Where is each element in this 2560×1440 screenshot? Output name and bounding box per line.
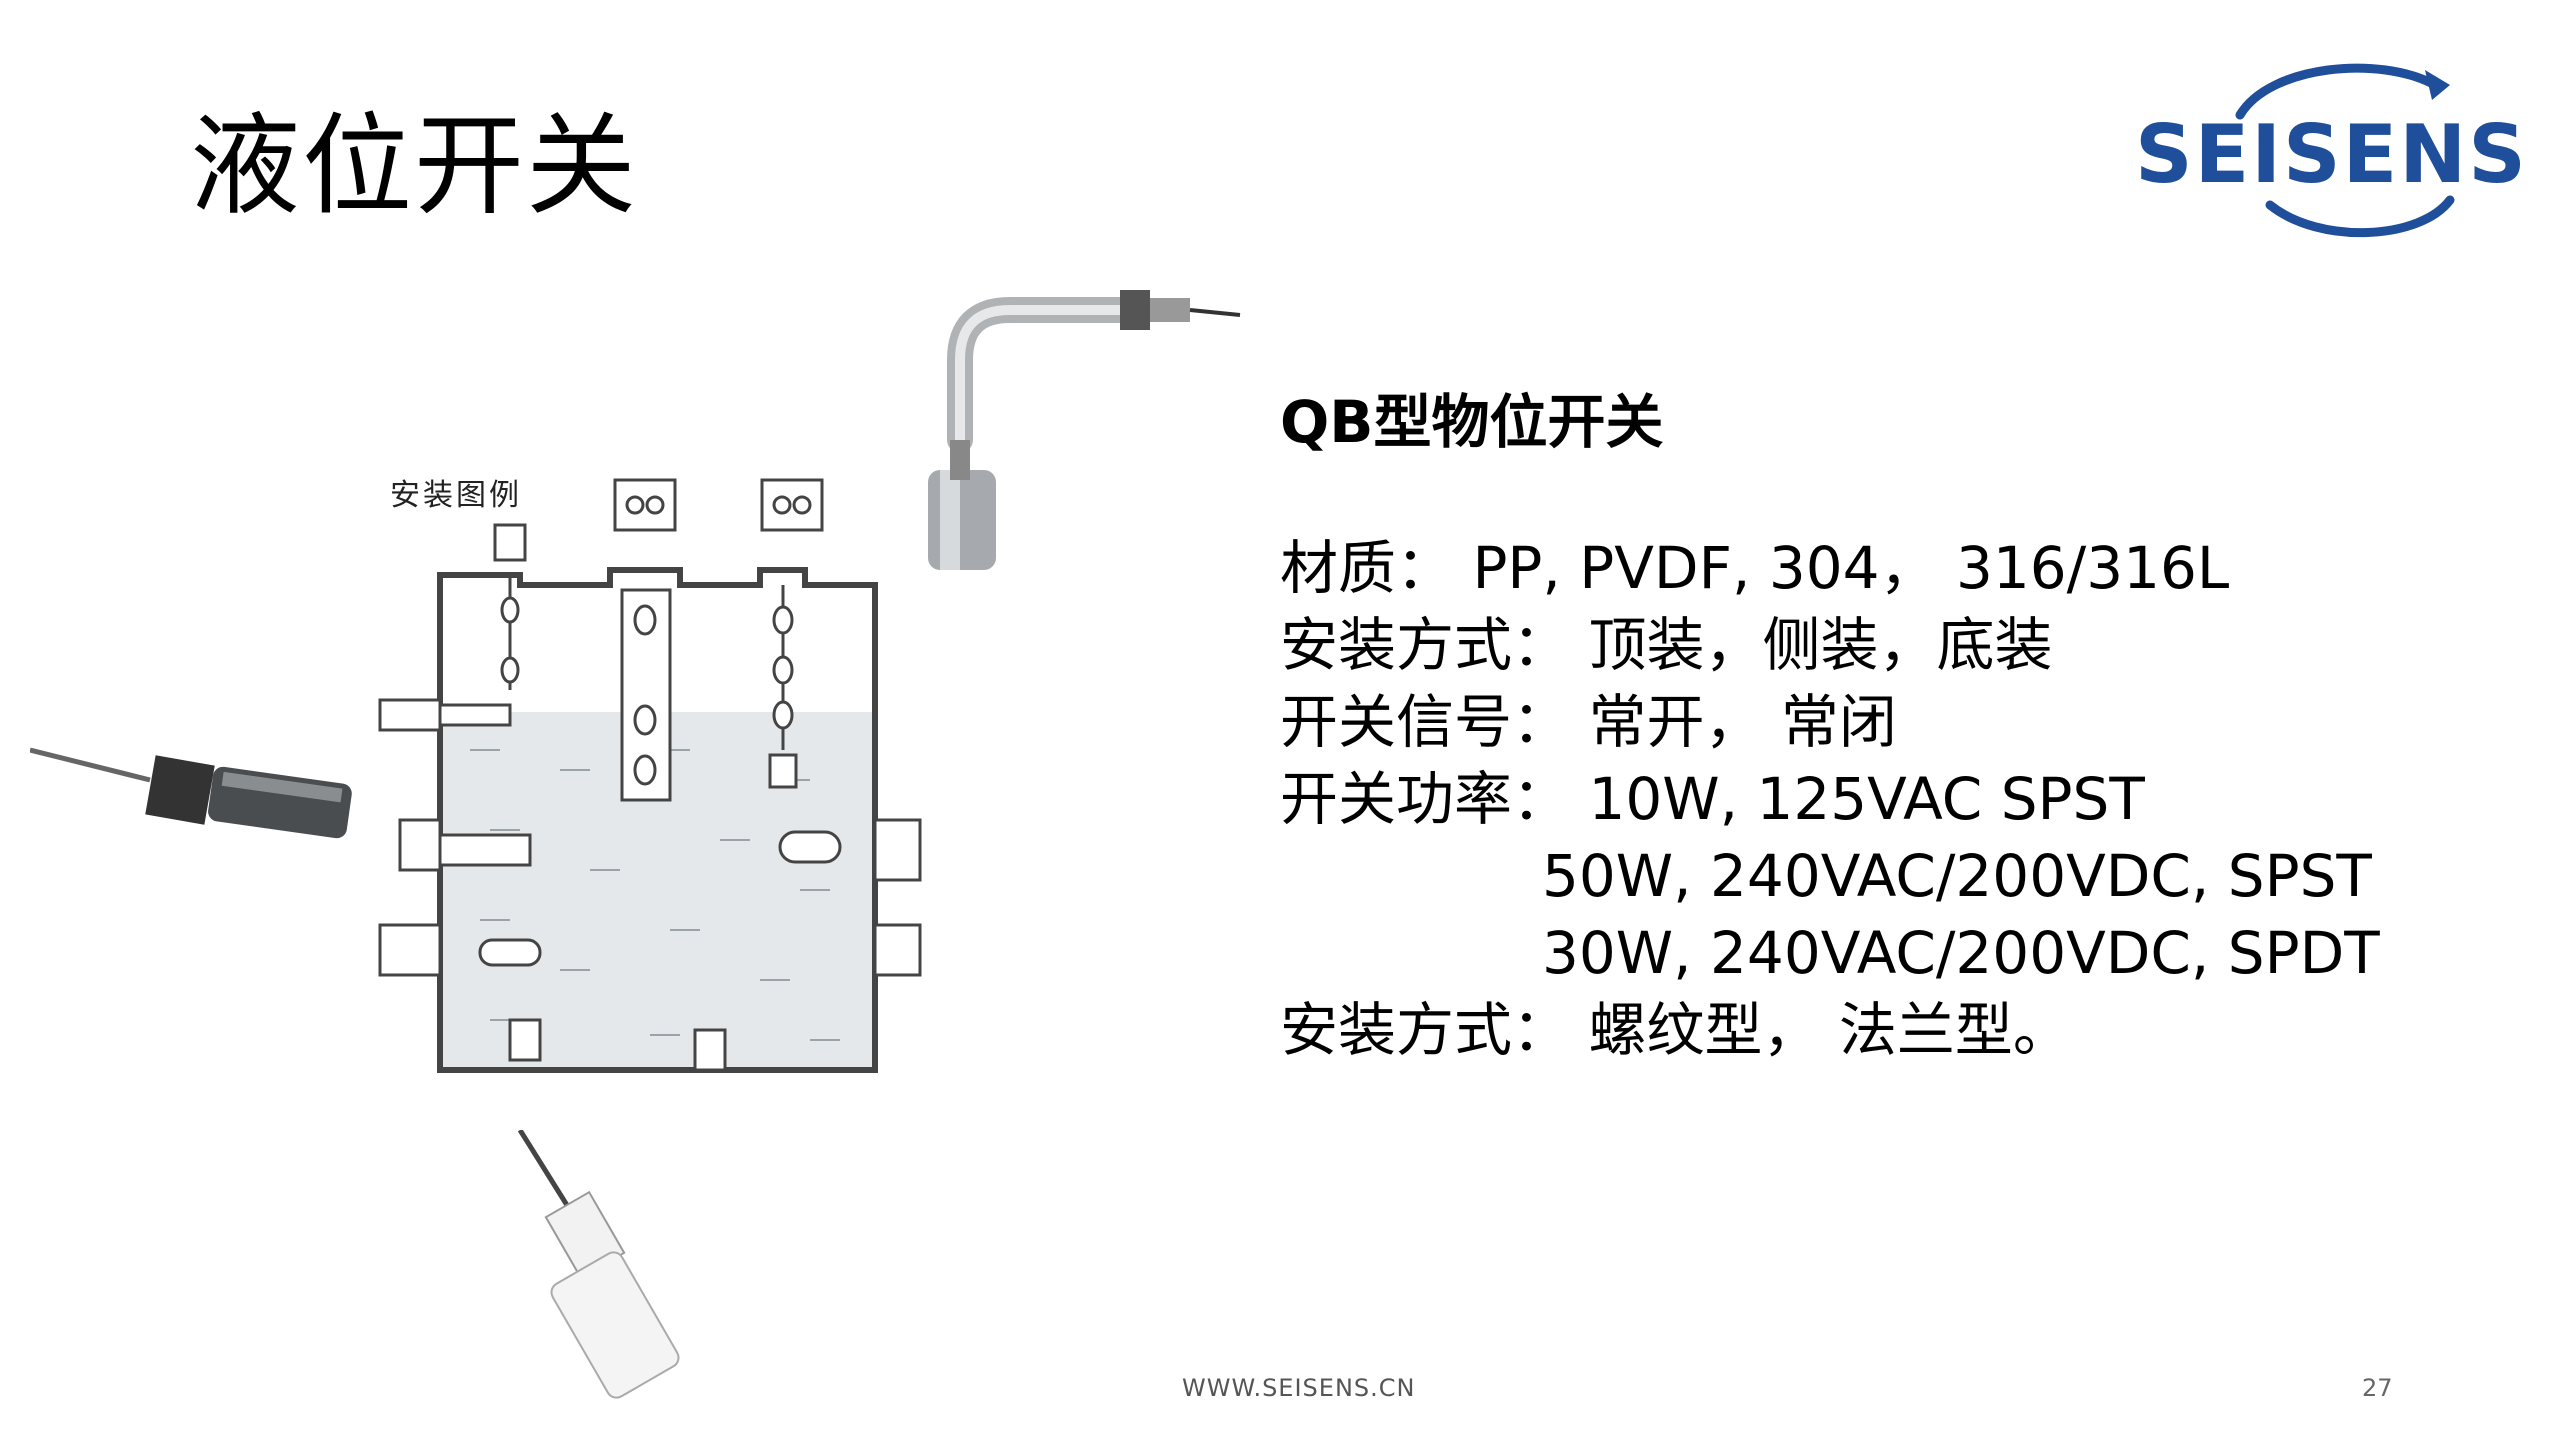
spec-row-mounting: 安装方式： 顶装，侧装，底装 <box>1280 607 2380 684</box>
slide-title: 液位开关 <box>190 102 638 230</box>
spec-row-power-2: 50W, 240VAC/200VDC, SPST <box>1280 838 2380 915</box>
float-switch-elbow-photo <box>928 290 1241 570</box>
float-switch-vertical-photo <box>517 1130 680 1399</box>
top-probes <box>493 478 824 802</box>
diagram-caption: 安装图例 <box>390 478 522 513</box>
installation-diagram <box>378 478 922 1073</box>
spec-value: 顶装，侧装，底装 <box>1588 611 2053 679</box>
spec-value: 50W, 240VAC/200VDC, SPST <box>1542 842 2372 910</box>
spec-value: PP, PVDF, 304， 316/316L <box>1472 534 2230 602</box>
spec-value: 10W, 125VAC SPST <box>1588 765 2145 833</box>
spec-label: 开关功率： <box>1280 765 1571 833</box>
spec-value: 螺纹型， 法兰型。 <box>1588 996 2071 1064</box>
page-number: 27 <box>2362 1374 2393 1402</box>
product-title: QB型物位开关 <box>1280 388 1664 456</box>
spec-value: 常开， 常闭 <box>1588 688 1897 756</box>
seisens-logo: SEISENS <box>2120 60 2530 240</box>
logo-swoosh-icon <box>2235 63 2455 238</box>
spec-row-material: 材质： PP, PVDF, 304， 316/316L <box>1280 530 2380 607</box>
spec-label: 安装方式： <box>1280 611 1571 679</box>
footer-url: WWW.SEISENS.CN <box>1182 1374 1416 1402</box>
logo-text: SEISENS <box>2135 108 2528 201</box>
spec-value: 30W, 240VAC/200VDC, SPDT <box>1542 919 2380 987</box>
side-mounts <box>378 698 922 1072</box>
spec-row-power: 开关功率： 10W, 125VAC SPST <box>1280 761 2380 838</box>
spec-list: 材质： PP, PVDF, 304， 316/316L 安装方式： 顶装，侧装，… <box>1280 530 2380 1069</box>
float-switch-side-photo <box>30 747 352 839</box>
spec-row-signal: 开关信号： 常开， 常闭 <box>1280 684 2380 761</box>
spec-row-connection: 安装方式： 螺纹型， 法兰型。 <box>1280 992 2380 1069</box>
spec-label: 安装方式： <box>1280 996 1571 1064</box>
spec-label: 开关信号： <box>1280 688 1571 756</box>
spec-row-power-3: 30W, 240VAC/200VDC, SPDT <box>1280 915 2380 992</box>
spec-label: 材质： <box>1280 534 1455 602</box>
